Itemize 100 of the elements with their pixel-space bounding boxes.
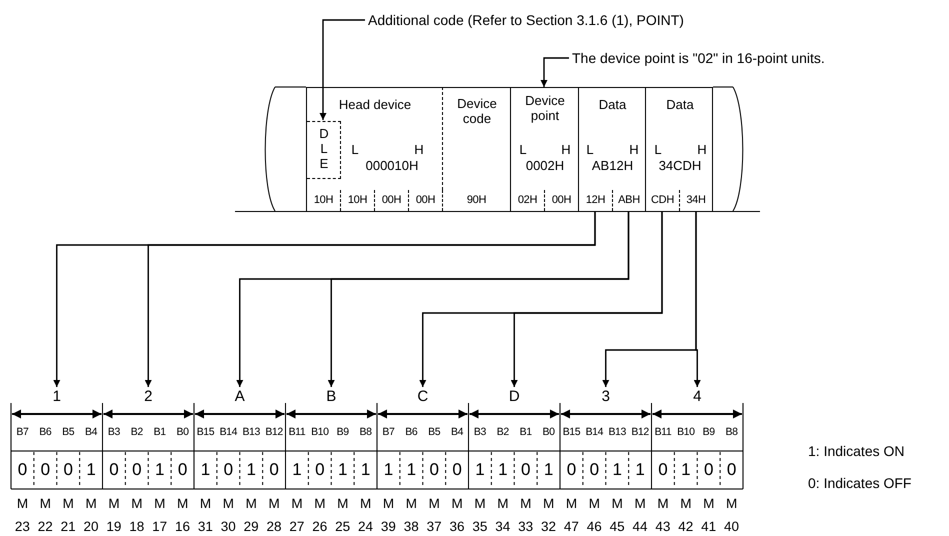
bit-label: B10 bbox=[676, 425, 696, 440]
nibble-label: 2 bbox=[102, 387, 194, 407]
nibble-label: C bbox=[377, 387, 468, 407]
field-cell bbox=[510, 87, 578, 190]
bit-label: B2 bbox=[496, 425, 510, 440]
byte-order-label: H bbox=[413, 142, 425, 157]
byte-cell: 00H bbox=[544, 190, 578, 211]
bit-value: 1 bbox=[154, 460, 166, 480]
device-number: M 47 bbox=[562, 495, 580, 536]
bit-label: B5 bbox=[61, 425, 76, 440]
bit-label: B2 bbox=[130, 425, 144, 440]
field-cell bbox=[306, 87, 442, 190]
byte-order-label: L bbox=[653, 142, 663, 157]
bit-value: 0 bbox=[588, 460, 600, 480]
bit-label: B11 bbox=[654, 425, 672, 440]
device-number: M 43 bbox=[654, 495, 672, 536]
device-number: M 18 bbox=[128, 495, 146, 536]
device-number: M 21 bbox=[60, 495, 77, 536]
device-number: M 26 bbox=[311, 495, 328, 536]
device-number: M 24 bbox=[357, 495, 374, 536]
field-cell bbox=[645, 87, 713, 190]
hex-value: 000010H bbox=[364, 158, 420, 173]
device-number: M 45 bbox=[608, 495, 626, 536]
bit-label: B15 bbox=[196, 425, 216, 440]
bit-value: 0 bbox=[657, 460, 669, 480]
bit-value: 1 bbox=[680, 460, 692, 480]
bit-label: B8 bbox=[724, 425, 739, 440]
arrow bbox=[510, 211, 663, 387]
bit-value: 1 bbox=[85, 460, 97, 480]
bit-value: 0 bbox=[566, 460, 578, 480]
byte-order-label: L bbox=[518, 142, 528, 157]
bit-value: 0 bbox=[222, 460, 234, 480]
bit-label: B12 bbox=[630, 425, 650, 440]
bit-value: 1 bbox=[360, 460, 372, 480]
bit-value: 0 bbox=[314, 460, 326, 480]
device-number: M 36 bbox=[448, 495, 466, 536]
bit-value: 0 bbox=[702, 460, 714, 480]
byte-order-label: L bbox=[585, 142, 595, 157]
arrow bbox=[144, 211, 596, 387]
hex-value: 0002H bbox=[524, 158, 566, 173]
byte-cell: 10H bbox=[340, 190, 374, 211]
byte-cell: 90H bbox=[442, 190, 510, 211]
field-cell bbox=[578, 87, 645, 190]
nibble-label: A bbox=[194, 387, 286, 407]
byte-order-label: H bbox=[560, 142, 572, 157]
additional-code-cell bbox=[307, 121, 341, 179]
bit-label: B4 bbox=[450, 425, 464, 440]
device-number: M 32 bbox=[540, 495, 558, 536]
device-number: M 40 bbox=[723, 495, 740, 536]
byte-cell: CDH bbox=[645, 190, 679, 211]
bit-value: 0 bbox=[40, 460, 52, 480]
nibble-label: B bbox=[286, 387, 377, 407]
bit-value: 0 bbox=[428, 460, 440, 480]
field-heading: Data bbox=[598, 97, 628, 112]
device-number: M 37 bbox=[426, 495, 443, 536]
bit-label: B10 bbox=[310, 425, 330, 440]
bit-value: 1 bbox=[474, 460, 486, 480]
bit-label: B1 bbox=[518, 425, 533, 440]
bit-value: 1 bbox=[542, 460, 554, 480]
device-number: M 17 bbox=[151, 495, 168, 536]
field-heading: Device code bbox=[456, 96, 498, 126]
nibble-label: 4 bbox=[652, 387, 743, 407]
bit-value: 0 bbox=[520, 460, 532, 480]
bit-value: 0 bbox=[108, 460, 120, 480]
byte-cell: 00H bbox=[408, 190, 442, 211]
nibble-label: 1 bbox=[11, 387, 102, 407]
device-number: M 27 bbox=[288, 495, 306, 536]
device-number: M 19 bbox=[105, 495, 122, 536]
byte-cell: 10H bbox=[306, 190, 340, 211]
byte-cell: 34H bbox=[679, 190, 713, 211]
bit-label: B9 bbox=[336, 425, 350, 440]
bit-label: B3 bbox=[472, 425, 487, 440]
bit-value: 1 bbox=[406, 460, 418, 480]
bit-value: 0 bbox=[131, 460, 143, 480]
bit-value: 1 bbox=[336, 460, 348, 480]
bit-value: 1 bbox=[291, 460, 303, 480]
field-heading: Head device bbox=[338, 97, 412, 112]
bit-value: 1 bbox=[611, 460, 623, 480]
byte-cell: ABH bbox=[612, 190, 645, 211]
callout-text: The device point is "02" in 16-point units. bbox=[572, 49, 912, 67]
bit-label: B11 bbox=[288, 425, 306, 440]
bit-value: 0 bbox=[451, 460, 463, 480]
byte-cell: 00H bbox=[374, 190, 408, 211]
device-number: M 39 bbox=[380, 495, 397, 536]
device-number: M 35 bbox=[471, 495, 488, 536]
bit-label: B15 bbox=[562, 425, 582, 440]
bit-value: 0 bbox=[176, 460, 188, 480]
callout-text: Additional code (Refer to Section 3.1.6 (1), POINT) bbox=[368, 11, 808, 29]
arrow bbox=[694, 211, 701, 387]
bit-label: B7 bbox=[381, 425, 396, 440]
device-number: M 23 bbox=[14, 495, 31, 536]
bit-value: 0 bbox=[62, 460, 74, 480]
bit-label: B14 bbox=[218, 425, 238, 440]
bit-label: B12 bbox=[264, 425, 284, 440]
hex-value: AB12H bbox=[590, 158, 634, 173]
bit-label: B14 bbox=[584, 425, 604, 440]
note-text: 1: Indicates ON bbox=[808, 444, 904, 459]
hex-value: 34CDH bbox=[658, 158, 702, 173]
bit-value: 0 bbox=[726, 460, 738, 480]
bit-label: B6 bbox=[404, 425, 418, 440]
